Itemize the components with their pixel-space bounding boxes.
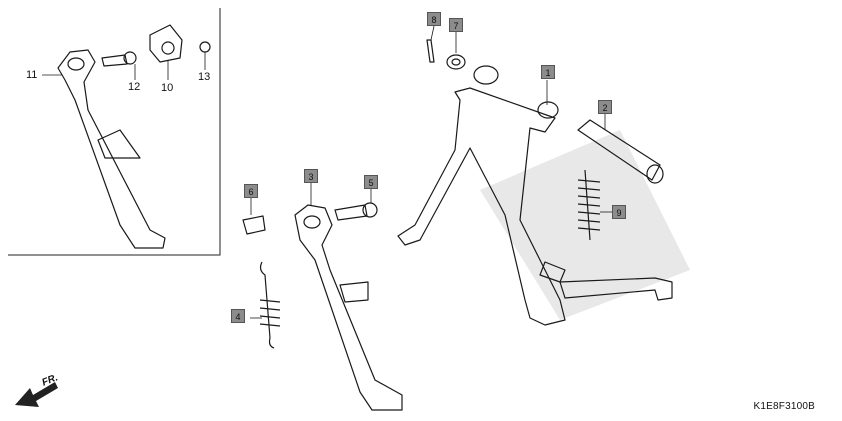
- part-label-10: 10: [161, 82, 174, 94]
- part-callout-8: 8: [427, 12, 441, 26]
- part-callout-4: 4: [231, 309, 245, 323]
- inset-bolt: [101, 51, 137, 67]
- side-stand-bolt: [334, 202, 378, 221]
- front-direction-arrow: [15, 382, 58, 407]
- side-stand-spring: [259, 261, 281, 349]
- part-callout-1: 1: [541, 65, 555, 79]
- inset-switch: [149, 24, 183, 63]
- inset-side-stand: [57, 49, 166, 249]
- part-label-11: 11: [26, 69, 38, 81]
- part-callout-5: 5: [364, 175, 378, 189]
- inset-frame: [8, 8, 221, 256]
- part-callout-6: 6: [244, 184, 258, 198]
- main-spring: [577, 169, 601, 241]
- nut: [242, 215, 266, 235]
- part-label-12: 12: [128, 81, 141, 93]
- diagram-code: K1E8F3100B: [753, 401, 815, 412]
- pivot-pipe: [577, 119, 664, 184]
- part-callout-3: 3: [304, 169, 318, 183]
- part-callout-2: 2: [598, 100, 612, 114]
- cotter-pin: [426, 39, 435, 63]
- main-stand: [397, 65, 673, 326]
- side-stand: [294, 204, 403, 411]
- part-callout-7: 7: [449, 18, 463, 32]
- watermark: [480, 130, 690, 320]
- part-label-13: 13: [198, 71, 211, 83]
- washer: [446, 54, 466, 70]
- part-callout-9: 9: [612, 205, 626, 219]
- inset-small-bolt: [199, 41, 211, 53]
